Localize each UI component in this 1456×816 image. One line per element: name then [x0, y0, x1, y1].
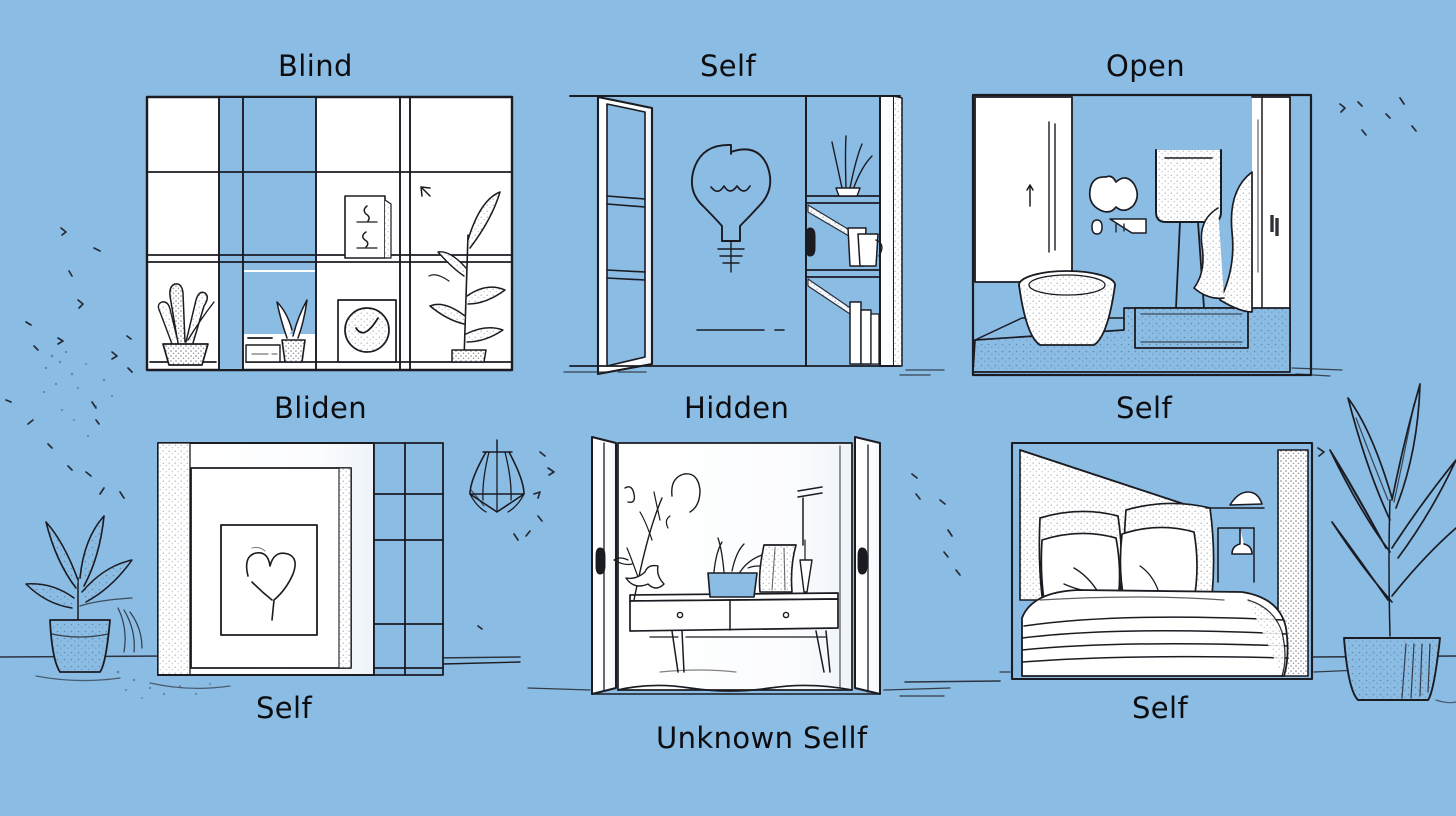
cell-label-self-bottom-left: Self	[256, 691, 313, 725]
heart-bulb-icon	[690, 144, 772, 273]
cell-label-blind: Blind	[278, 49, 353, 83]
panel-open-bathroom	[971, 93, 1343, 377]
potted-plant-right	[1329, 383, 1456, 704]
panel-hidden-console	[527, 436, 951, 697]
potted-plant-left	[25, 515, 143, 682]
panel-self-bed	[999, 441, 1361, 681]
panel-bliden-frame	[149, 442, 521, 689]
cell-label-self-middle: Self	[1116, 391, 1173, 425]
cell-label-self-bottom-right: Self	[1132, 691, 1189, 725]
panel-blind-window	[145, 95, 514, 372]
cell-label-unknown-self: Unknown Sellf	[656, 721, 868, 755]
panel-self-open-door	[563, 95, 945, 376]
pendant-lamp	[469, 439, 525, 513]
cell-label-self-top: Self	[700, 49, 757, 83]
heart-face-icon	[1088, 175, 1147, 235]
scattered-bird-marks	[5, 97, 1417, 630]
cell-label-open: Open	[1106, 49, 1186, 83]
stipple-drift	[42, 350, 211, 699]
cell-label-bliden: Bliden	[274, 391, 368, 425]
cell-label-hidden: Hidden	[684, 391, 790, 425]
